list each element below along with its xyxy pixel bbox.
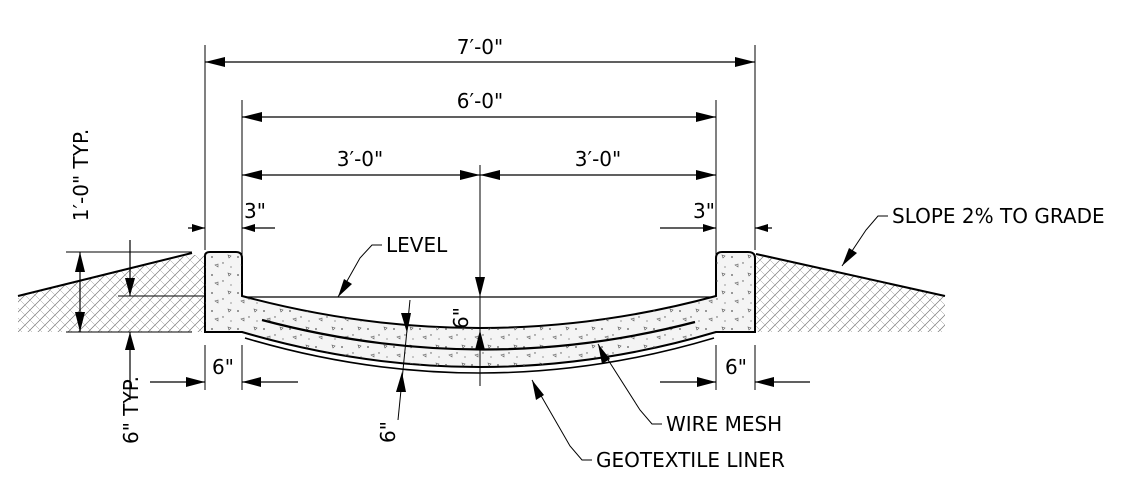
dimension-wall-right: 6"	[660, 345, 810, 390]
dimension-channel-width: 6′-0"	[241, 89, 717, 295]
dimension-curb-left: 3"	[188, 199, 275, 232]
geotextile-label: GEOTEXTILE LINER	[596, 448, 785, 472]
ground-soil	[17, 252, 946, 332]
wall-left-label: 6"	[212, 355, 234, 379]
curb-left-label: 3"	[244, 199, 266, 223]
dimension-overall-width: 7′-0"	[204, 35, 756, 250]
dimension-slab-thickness: 6"	[376, 299, 411, 443]
overall-width-label: 7′-0"	[457, 35, 503, 59]
callout-geotextile: GEOTEXTILE LINER	[531, 379, 785, 472]
level-label: LEVEL	[386, 233, 448, 257]
curb-right-label: 3"	[693, 199, 715, 223]
wall-right-label: 6"	[725, 355, 747, 379]
dimension-wall-left: 6"	[150, 345, 298, 390]
embed-typ-label: 6" TYP.	[119, 376, 143, 444]
slope-label: SLOPE 2% TO GRADE	[892, 204, 1105, 228]
channel-width-label: 6′-0"	[457, 89, 503, 113]
callout-slope: SLOPE 2% TO GRADE	[841, 204, 1105, 267]
dimension-embed-typical: 6" TYP.	[118, 240, 205, 444]
dimension-center-depth: 6"	[449, 165, 485, 386]
depth-typ-label: 1′-0" TYP.	[69, 129, 93, 222]
half-width-right-label: 3′-0"	[575, 147, 621, 171]
slab-thickness-label: 6"	[376, 421, 400, 443]
dimension-depth-typical: 1′-0" TYP.	[66, 129, 192, 333]
callout-level: LEVEL	[337, 233, 448, 298]
center-depth-label: 6"	[449, 307, 473, 329]
wire-mesh-label: WIRE MESH	[666, 412, 782, 436]
dimension-curb-right: 3"	[660, 199, 772, 232]
dimension-half-widths: 3′-0" 3′-0"	[242, 147, 716, 180]
callout-wire-mesh: WIRE MESH	[597, 343, 782, 436]
half-width-left-label: 3′-0"	[337, 147, 383, 171]
